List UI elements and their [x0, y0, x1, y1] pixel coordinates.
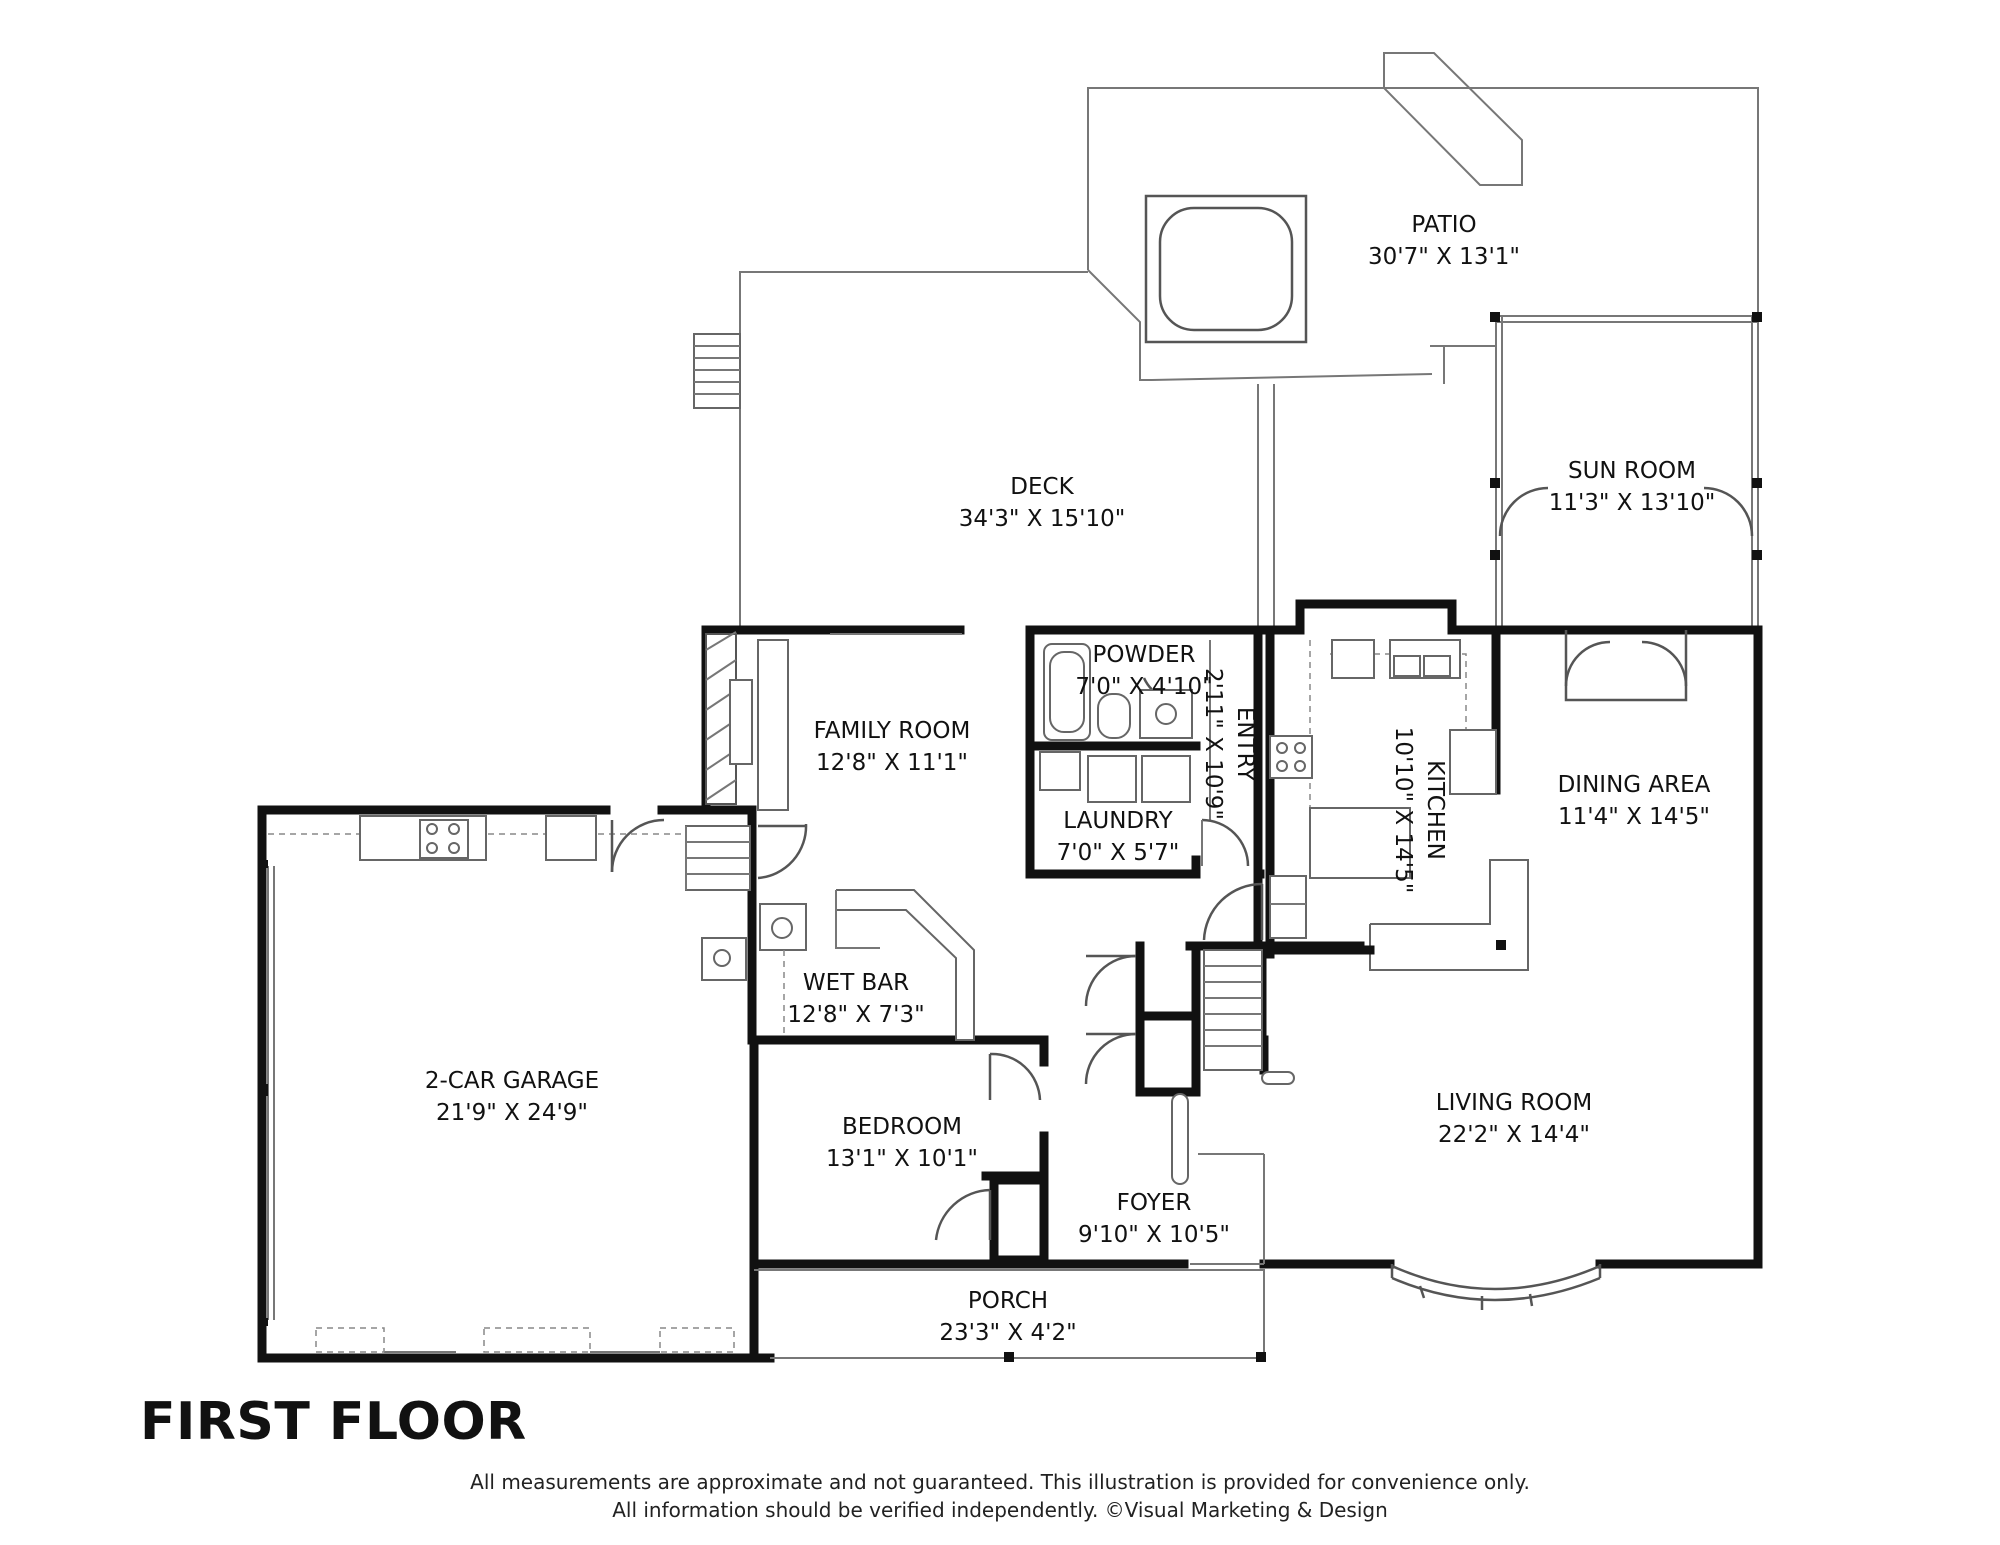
family-room-doors	[757, 633, 962, 880]
porch-label: PORCH	[968, 1288, 1048, 1314]
powder-dimensions: 7'0" X 4'10"	[1075, 674, 1212, 700]
garage-dimensions: 21'9" X 24'9"	[436, 1100, 588, 1126]
bedroom-details	[824, 1052, 1190, 1271]
powder-fixtures	[1043, 643, 1193, 741]
living-room-label: LIVING ROOM	[1436, 1090, 1593, 1116]
wet-bar-details	[759, 889, 975, 1041]
floor-title: FIRST FLOOR	[140, 1392, 527, 1452]
stairs	[1084, 875, 1307, 1185]
entry-dimensions: 2'11" X 10'9"	[1200, 668, 1226, 820]
kitchen-label: KITCHEN	[1422, 760, 1448, 860]
sun-room-dimensions: 11'3" X 13'10"	[1549, 490, 1716, 516]
disclaimer: All measurements are approximate and not…	[0, 1468, 2000, 1524]
dining-area-label: DINING AREA	[1558, 772, 1711, 798]
garage-walls	[257, 805, 759, 1363]
patio-dimensions: 30'7" X 13'1"	[1368, 244, 1520, 270]
fireplace	[705, 631, 789, 811]
porch-outline	[749, 1263, 1266, 1363]
deck-label: DECK	[1010, 474, 1074, 500]
patio-outline	[1087, 52, 1759, 381]
room-labels: PATIO 30'7" X 13'1" DECK 34'3" X 15'10" …	[425, 212, 1715, 1346]
family-room-dimensions: 12'8" X 11'1"	[816, 750, 968, 776]
family-room-label: FAMILY ROOM	[814, 718, 971, 744]
kitchen-dimensions: 10'10" X 14'5"	[1390, 727, 1416, 894]
patio-label: PATIO	[1411, 212, 1476, 238]
bedroom-dimensions: 13'1" X 10'1"	[826, 1146, 978, 1172]
disclaimer-line-2: All information should be verified indep…	[612, 1498, 1388, 1522]
foyer-label: FOYER	[1117, 1190, 1192, 1216]
deck-dimensions: 34'3" X 15'10"	[959, 506, 1126, 532]
porch-dimensions: 23'3" X 4'2"	[939, 1320, 1076, 1346]
entry-label: ENTRY	[1232, 707, 1258, 782]
deck-outline	[693, 271, 1497, 630]
laundry-fixtures	[1039, 751, 1191, 803]
bedroom-label: BEDROOM	[842, 1114, 962, 1140]
kitchen-details	[1269, 639, 1497, 955]
dining-details	[1265, 630, 1688, 971]
laundry-label: LAUNDRY	[1063, 808, 1173, 834]
living-room-dimensions: 22'2" X 14'4"	[1438, 1122, 1590, 1148]
wet-bar-label: WET BAR	[803, 970, 909, 996]
living-details	[1198, 1153, 1602, 1310]
garage-label: 2-CAR GARAGE	[425, 1068, 599, 1094]
sun-room-label: SUN ROOM	[1568, 458, 1696, 484]
interior-walls	[749, 625, 1501, 1269]
foyer-dimensions: 9'10" X 10'5"	[1078, 1222, 1230, 1248]
wet-bar-dimensions: 12'8" X 7'3"	[787, 1002, 924, 1028]
dining-area-dimensions: 11'4" X 14'5"	[1558, 804, 1710, 830]
garage-steps	[685, 825, 751, 891]
laundry-dimensions: 7'0" X 5'7"	[1057, 840, 1180, 866]
disclaimer-line-1: All measurements are approximate and not…	[470, 1470, 1530, 1494]
powder-label: POWDER	[1093, 642, 1196, 668]
